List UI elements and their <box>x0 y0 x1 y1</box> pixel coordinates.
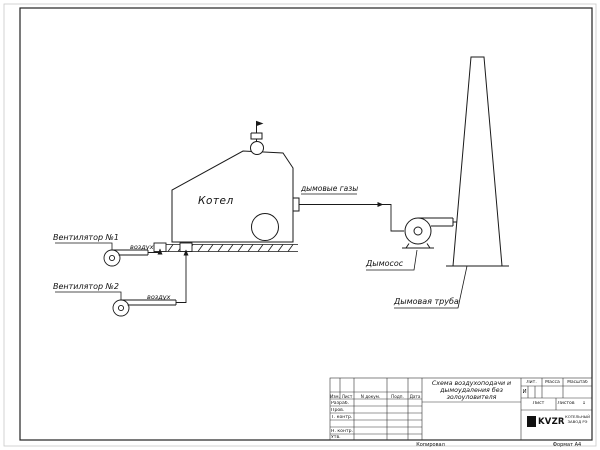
tb-col-data: Дата <box>409 393 421 399</box>
exhauster-leader-line <box>366 249 418 271</box>
fan2-label: Вентилятор №2 <box>53 282 120 291</box>
fan1-leader-line <box>55 242 113 250</box>
tb-row-n-kontr: Н. контр. <box>331 428 353 434</box>
tb-row-razrab: Разраб. <box>331 400 350 406</box>
document-title: Схема воздухоподачи и дымоудаления без з… <box>431 380 512 402</box>
fan2-leader-line <box>55 291 122 300</box>
fan1-label: Вентилятор №1 <box>53 233 120 242</box>
kvzr-logo-text: KVZR <box>538 416 565 427</box>
kopiroval-note: Копировал <box>416 441 445 448</box>
kvzr-logo-icon <box>527 416 536 427</box>
boiler-label: Котел <box>198 195 234 207</box>
tb-col-podp: Подп. <box>391 393 404 399</box>
flue-gases-label: дымовые газы <box>301 184 359 193</box>
chimney-label: Дымовая труба <box>394 297 459 306</box>
tb-col-izm: Изм. <box>330 393 340 399</box>
exhauster-symbol <box>402 217 454 249</box>
tb-row-utv: Утв. <box>331 434 341 440</box>
tb-listov-value: 1 <box>582 401 586 406</box>
air-label-2: воздух <box>147 293 171 301</box>
fan1-air-flow-arrow <box>148 248 163 255</box>
fan2-air-flow-arrow <box>176 249 189 303</box>
tb-row-prov: Пров. <box>331 407 345 413</box>
tb-lit-header: Лит. <box>526 379 537 385</box>
tb-listov-label: Листов <box>557 401 575 406</box>
tb-row-t-kontr: Т. контр. <box>331 414 353 420</box>
tb-lit-value: И <box>522 389 527 395</box>
format-note: Формат А4 <box>552 441 582 448</box>
chimney-leader-line <box>394 265 468 309</box>
boiler-symbol <box>171 120 300 243</box>
air-label-1: воздух <box>130 243 154 251</box>
boiler-safety-valve <box>250 120 264 142</box>
chimney-symbol <box>446 56 509 267</box>
tb-massa-header: Масса <box>545 379 560 385</box>
exhauster-label: Дымосос <box>366 259 404 268</box>
tb-list-label: Лист <box>532 401 545 406</box>
tb-masshtab-header: Масштаб <box>567 379 588 385</box>
fan1-symbol <box>103 249 149 267</box>
drawing-frame <box>3 3 597 447</box>
tb-col-ndoc: N докум. <box>360 393 381 399</box>
company-logo: KVZR <box>527 416 565 427</box>
flue-gas-line <box>383 204 404 232</box>
title-block-grid <box>329 377 593 441</box>
tb-col-list: Лист <box>341 393 353 399</box>
fan2-symbol <box>112 299 177 317</box>
company-name: КОТЕЛЬНЫЙ ЗАВОД РЭ <box>565 414 590 424</box>
